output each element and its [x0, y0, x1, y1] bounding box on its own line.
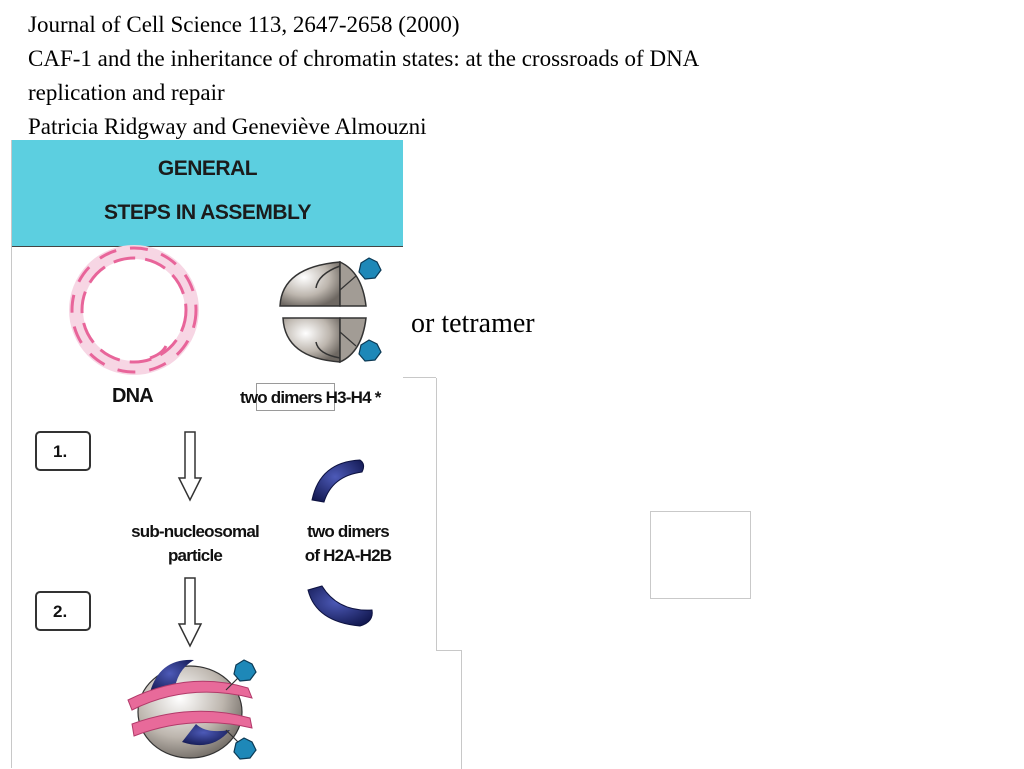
h2a-h2b-dimer-bottom-icon [307, 585, 373, 627]
dimer-label-box [256, 383, 335, 411]
figure-extension-upper [402, 378, 437, 768]
article-title-line-2: replication and repair [28, 80, 225, 105]
step-1-box: 1. [35, 431, 91, 471]
journal-citation: Journal of Cell Science 113, 2647-2658 (… [28, 12, 460, 37]
article-title-line-1: CAF-1 and the inheritance of chromatin s… [28, 46, 700, 71]
subnucleosomal-particle-label: sub-nucleosomal particle [110, 520, 280, 568]
header-title-general: GENERAL [157, 157, 258, 180]
article-authors: Patricia Ridgway and Geneviève Almouzni [28, 114, 427, 139]
or-tetramer-annotation: or tetramer [411, 308, 535, 339]
header-title-steps: STEPS IN ASSEMBLY [104, 201, 312, 224]
h3-h4-dimers-icon [279, 257, 382, 364]
down-arrow-step2-icon [177, 577, 203, 648]
dna-label: DNA [112, 385, 154, 407]
assembly-figure-panel: GENERAL STEPS IN ASSEMBLY [11, 140, 403, 768]
empty-placeholder-box [650, 511, 751, 599]
down-arrow-step1-icon [177, 431, 203, 502]
figure-extension-lower [436, 650, 462, 769]
figure-header: GENERAL STEPS IN ASSEMBLY [12, 140, 403, 247]
h2a-h2b-dimers-label: two dimers of H2A-H2B [286, 520, 410, 568]
h3-h4-dimers-label: two dimers H3-H4 * [240, 388, 381, 407]
nucleosome-icon [127, 659, 257, 760]
subnucleosomal-label-line-1: sub-nucleosomal [131, 522, 260, 541]
h2a-h2b-dimer-top-icon [311, 459, 365, 503]
step-2-box: 2. [35, 591, 91, 631]
citation-block: Journal of Cell Science 113, 2647-2658 (… [28, 8, 988, 144]
dna-circle-icon [69, 245, 199, 375]
subnucleosomal-label-line-2: particle [167, 546, 223, 565]
h2a-label-line-1: two dimers [307, 522, 390, 541]
h2a-label-line-2: of H2A-H2B [304, 546, 392, 565]
figure-extension-border [402, 377, 436, 378]
